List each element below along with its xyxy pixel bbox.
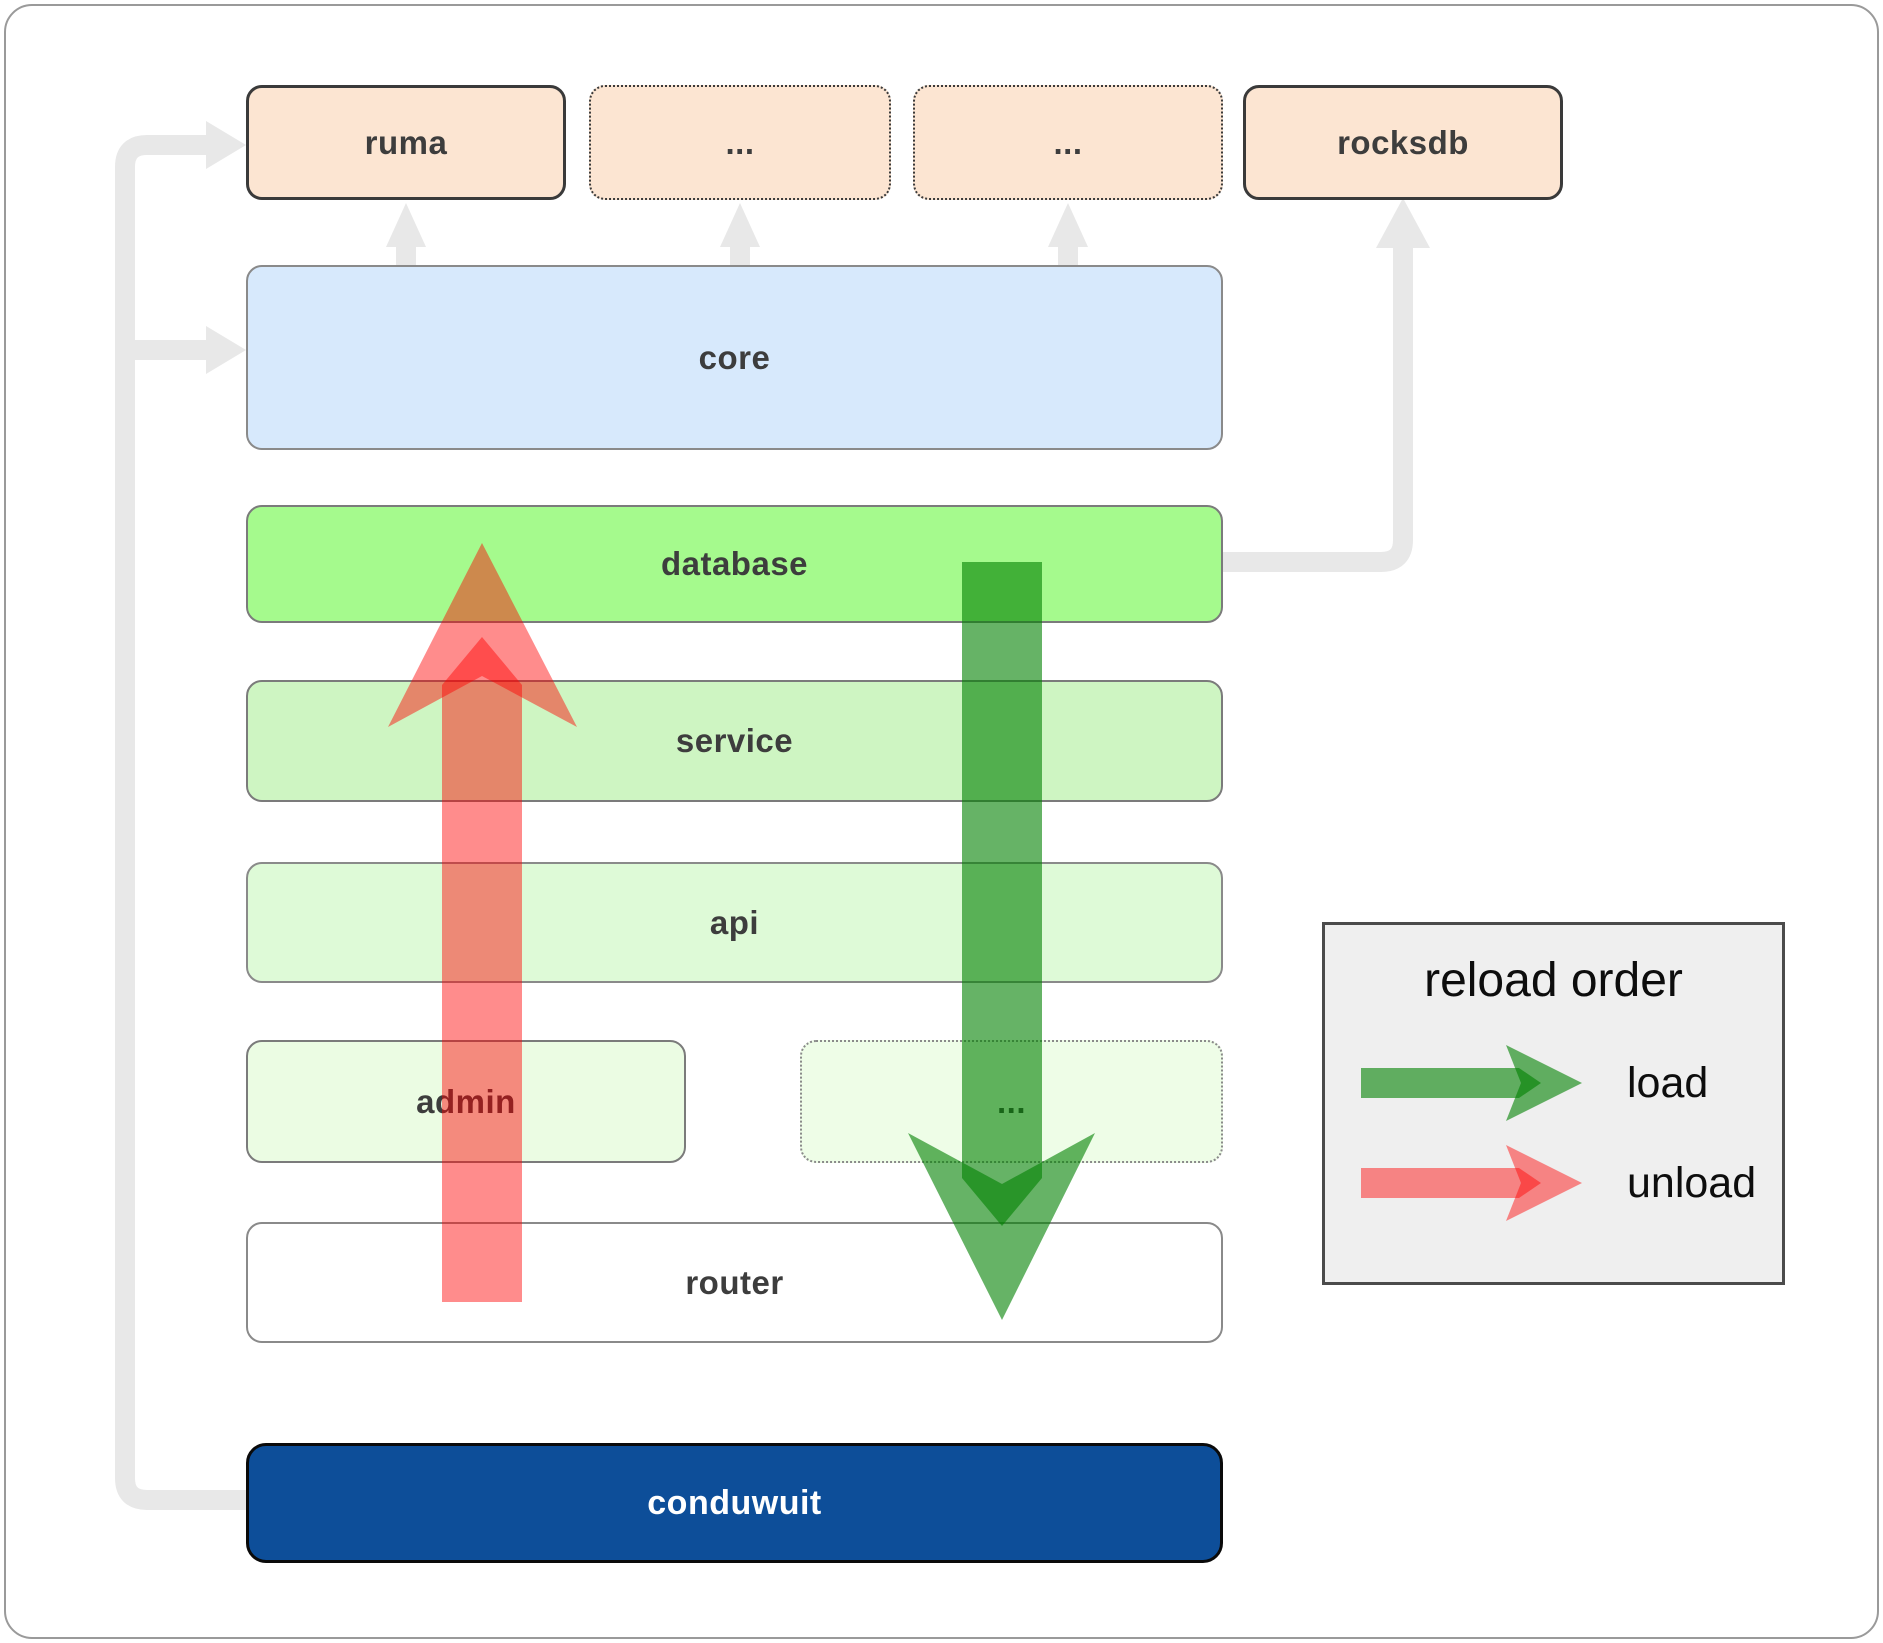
core-to-dots2-arrow-shaft [1058, 242, 1078, 267]
node-ellipsis-top-2-label: ... [1053, 123, 1083, 161]
legend-load-label: load [1627, 1059, 1709, 1107]
core-to-dots1-arrow-shaft [730, 242, 750, 267]
arrowhead-into-rocksdb-icon [1376, 198, 1430, 248]
core-to-dots2-arrowhead-icon [1048, 203, 1088, 247]
node-database: database [246, 505, 1223, 623]
node-router: router [246, 1222, 1223, 1343]
core-to-ruma-arrow-shaft [396, 242, 416, 267]
node-admin: admin [246, 1040, 686, 1163]
load-arrow-icon [1361, 1045, 1582, 1121]
node-ellipsis-top-1: ... [589, 85, 891, 200]
node-service-label: service [675, 722, 794, 759]
legend-row-load: load [1325, 1043, 1782, 1123]
node-ellipsis-mid: ... [800, 1040, 1223, 1163]
node-api: api [246, 862, 1223, 983]
arrowhead-into-core-icon [206, 326, 246, 374]
node-core-label: core [698, 338, 771, 376]
node-admin-label: admin [416, 1082, 516, 1120]
core-to-dots1-arrowhead-icon [720, 203, 760, 247]
legend-title: reload order [1424, 954, 1683, 1007]
node-conduwuit: conduwuit [246, 1443, 1223, 1563]
legend-unload-label: unload [1627, 1159, 1757, 1207]
node-conduwuit-label: conduwuit [647, 1483, 822, 1522]
node-rocksdb: rocksdb [1243, 85, 1563, 200]
node-service: service [246, 680, 1223, 802]
unload-arrow-icon [1361, 1145, 1582, 1221]
node-api-label: api [709, 903, 760, 941]
node-ellipsis-top-1-label: ... [725, 123, 755, 161]
node-database-label: database [660, 545, 809, 582]
node-core: core [246, 265, 1223, 450]
outer-border [4, 4, 1879, 1639]
core-to-ruma-arrowhead-icon [386, 203, 426, 247]
legend-row-unload: unload [1325, 1143, 1782, 1223]
arrowhead-into-ruma-icon [206, 121, 246, 169]
node-ellipsis-mid-label: ... [996, 1082, 1026, 1120]
node-ellipsis-top-2: ... [913, 85, 1223, 200]
node-router-label: router [685, 1263, 784, 1301]
legend-panel: reload order load unload [1322, 922, 1785, 1285]
node-ruma-label: ruma [364, 123, 448, 161]
node-rocksdb-label: rocksdb [1337, 123, 1469, 161]
connector-database-to-rocksdb [1223, 248, 1413, 572]
connector-conduwuit-to-ruma [115, 135, 246, 1510]
node-ruma: ruma [246, 85, 566, 200]
